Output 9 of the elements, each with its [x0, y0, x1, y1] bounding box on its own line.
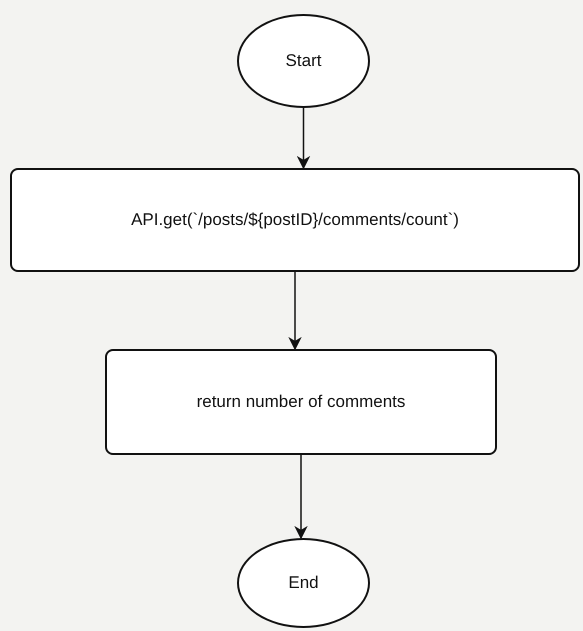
node-label: API.get(`/posts/${postID}/comments/count`) — [130, 209, 460, 232]
node-label: Start — [284, 50, 322, 72]
arrow — [294, 455, 308, 540]
node-label: End — [287, 572, 320, 594]
process-box — [10, 168, 580, 272]
node-label: return number of comments — [196, 391, 406, 414]
process-box — [105, 349, 497, 455]
arrow — [288, 272, 302, 350]
arrow — [296, 108, 310, 170]
